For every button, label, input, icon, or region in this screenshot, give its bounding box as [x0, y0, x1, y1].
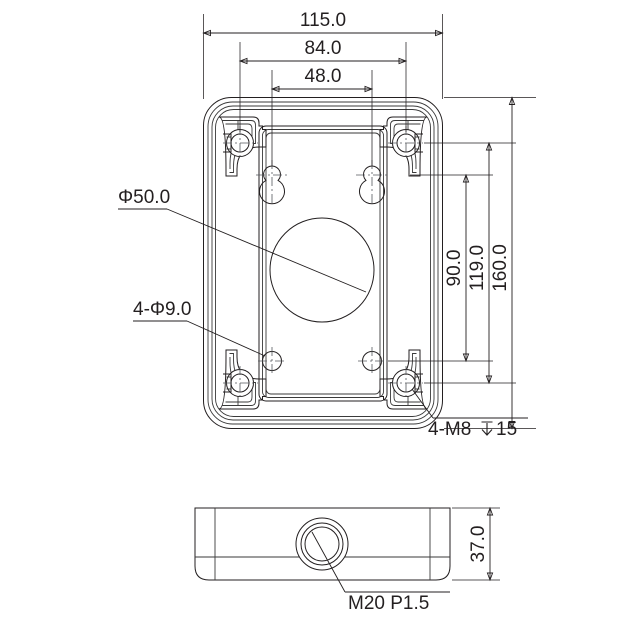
annotation-label-conduit-thread: M20 P1.5 — [348, 593, 429, 614]
dimension-label-119: 119.0 — [467, 245, 488, 291]
dimension-label-115: 115.0 — [300, 10, 346, 31]
dimension-label-160: 160.0 — [490, 244, 511, 292]
annotation-mounting-holes: 4-Φ9.0 — [133, 299, 266, 357]
corner-boss-bottom-left — [218, 349, 267, 410]
dimension-label-90: 90.0 — [444, 250, 465, 287]
depth-symbol-icon — [481, 421, 493, 436]
annotation-center-bore: Φ50.0 — [118, 187, 367, 293]
annotation-label-mounting-holes: 4-Φ9.0 — [133, 299, 191, 320]
conduit-boss — [295, 517, 349, 571]
body-outer-outline — [203, 97, 443, 429]
corner-boss-top-right — [379, 116, 428, 177]
mounting-hole-lower-right — [358, 347, 386, 375]
dimension-label-37: 37.0 — [468, 526, 489, 563]
dimension-height-inner: 90.0 — [388, 173, 493, 363]
annotation-label-center-bore: Φ50.0 — [118, 187, 170, 208]
dimension-width-mid: 84.0 — [238, 38, 408, 132]
front-view-group — [194, 507, 451, 581]
dimension-label-84: 84.0 — [305, 38, 342, 59]
top-view-group — [203, 97, 443, 429]
gasket-groove — [258, 125, 388, 402]
mounting-hole-lower-left — [258, 347, 286, 375]
dimension-width-inner: 48.0 — [270, 66, 374, 166]
dimension-height-mid: 119.0 — [424, 141, 516, 385]
dimension-width-overall: 115.0 — [202, 10, 444, 99]
dimension-thickness: 37.0 — [452, 506, 500, 582]
corner-boss-top-left — [218, 116, 267, 177]
dimension-height-overall: 160.0 — [444, 96, 536, 430]
keyhole-slot-upper-left — [256, 160, 288, 205]
annotation-conduit-thread: M20 P1.5 — [311, 531, 450, 614]
keyhole-slot-upper-right — [356, 160, 388, 205]
annotation-label-threaded-depth: 15 — [496, 419, 517, 440]
annotation-threaded-holes: 4-M8 15 — [411, 388, 528, 440]
inner-floor-outline — [237, 121, 409, 405]
center-bore-circle — [269, 217, 375, 323]
dimension-label-48: 48.0 — [305, 66, 342, 87]
annotation-label-threaded-prefix: 4-M8 — [428, 419, 471, 440]
